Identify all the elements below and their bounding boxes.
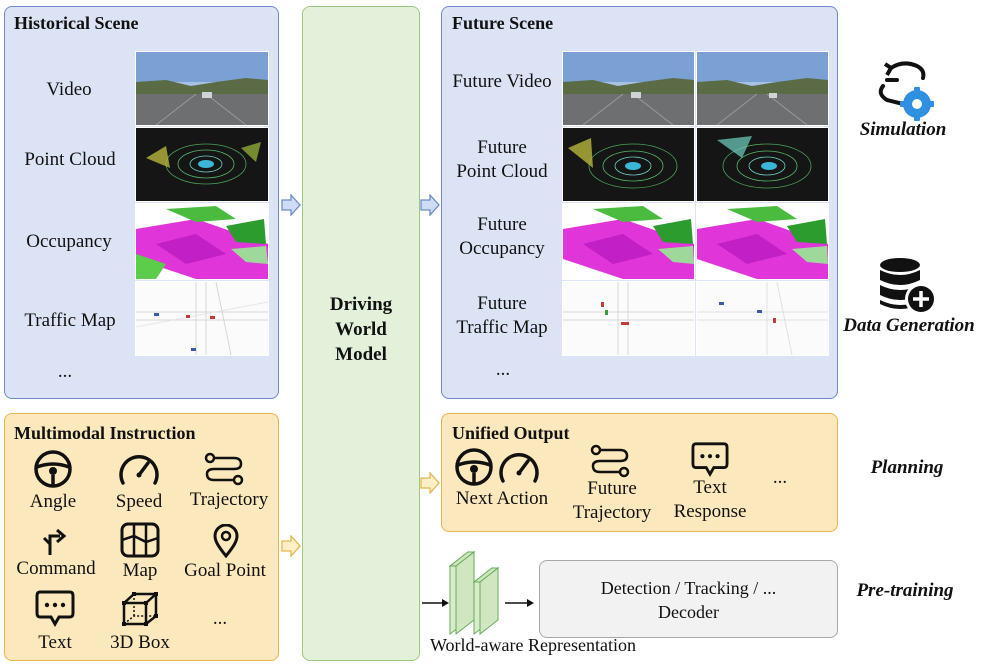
future-traffic-map-image-1 xyxy=(562,281,695,356)
model-line-1: Driving xyxy=(329,294,393,315)
future-point-cloud-image-1 xyxy=(562,127,695,202)
model-line-2: World xyxy=(335,319,387,340)
data-generation-label: Data Generation xyxy=(843,315,975,336)
instruction-label-goal-point: Goal Point xyxy=(184,560,266,581)
instruction-label-speed: Speed xyxy=(115,491,163,512)
future-traffic-map-image-2 xyxy=(696,281,829,356)
instruction-label-command: Command xyxy=(16,558,96,579)
instruction-label-angle: Angle xyxy=(29,491,77,512)
unified-label-next-action: Next Action xyxy=(455,488,549,509)
next-action-steering-icon xyxy=(454,447,494,487)
world-aware-representation-blocks xyxy=(448,548,502,643)
model-to-future-arrow xyxy=(420,193,440,221)
turn-command-icon xyxy=(42,526,68,556)
future-video-image-1 xyxy=(562,51,695,126)
instruction-label-3d-box: 3D Box xyxy=(110,632,170,653)
unified-output-title: Unified Output xyxy=(452,423,570,443)
instruction-ellipsis: ... xyxy=(212,608,228,629)
model-to-representation-arrow xyxy=(420,596,450,615)
future-point-cloud-image-2 xyxy=(696,127,829,202)
model-line-3: Model xyxy=(335,344,387,365)
instruction-label-text: Text xyxy=(38,632,72,653)
future-ellipsis: ... xyxy=(495,359,511,380)
future-video-image-2 xyxy=(696,51,829,126)
historical-scene-title: Historical Scene xyxy=(14,13,139,33)
simulation-icon xyxy=(873,58,937,122)
unified-ellipsis: ... xyxy=(772,467,788,488)
speedometer-icon xyxy=(117,449,161,489)
historical-label-video: Video xyxy=(46,79,92,100)
unified-output-panel xyxy=(441,413,838,532)
pre-training-label: Pre-training xyxy=(856,580,954,601)
map-icon xyxy=(120,522,160,558)
multimodal-instruction-title: Multimodal Instruction xyxy=(14,423,196,443)
historical-video-image xyxy=(135,51,269,126)
future-label-video: Future Video xyxy=(452,71,552,92)
future-occupancy-image-1 xyxy=(562,203,695,280)
instruction-label-map: Map xyxy=(122,560,158,581)
planning-label: Planning xyxy=(870,457,944,478)
historical-ellipsis: ... xyxy=(57,361,73,382)
historical-point-cloud-image xyxy=(135,127,269,202)
database-add-icon xyxy=(876,256,940,318)
future-scene-title: Future Scene xyxy=(452,13,554,33)
future-trajectory-icon xyxy=(589,443,631,479)
historical-label-point-cloud: Point Cloud xyxy=(24,149,116,170)
historical-label-traffic-map: Traffic Map xyxy=(24,310,116,331)
trajectory-icon xyxy=(203,451,245,487)
representation-to-decoder-arrow xyxy=(503,596,535,615)
instruction-label-trajectory: Trajectory xyxy=(189,489,269,510)
historical-label-occupancy: Occupancy xyxy=(26,231,112,252)
steering-wheel-icon xyxy=(33,449,73,489)
text-response-icon xyxy=(691,441,729,477)
text-message-icon xyxy=(35,589,75,627)
decoder-label: Detection / Tracking / ...Decoder xyxy=(600,578,777,622)
model-to-unified-arrow xyxy=(420,471,440,499)
driving-world-model-panel xyxy=(302,6,420,661)
historical-occupancy-image xyxy=(135,203,269,280)
simulation-label: Simulation xyxy=(859,119,947,140)
3d-box-icon xyxy=(121,591,159,627)
historical-to-model-arrow xyxy=(281,193,301,221)
driving-world-model-label: Driving World Model xyxy=(302,292,420,367)
decoder-box xyxy=(539,560,838,638)
location-pin-icon xyxy=(212,524,240,558)
instruction-to-model-arrow xyxy=(281,534,301,562)
future-occupancy-image-2 xyxy=(696,203,829,280)
next-action-speedometer-icon xyxy=(497,447,541,487)
world-aware-representation-label: World-aware Representation xyxy=(430,635,636,655)
historical-traffic-map-image xyxy=(135,281,269,356)
